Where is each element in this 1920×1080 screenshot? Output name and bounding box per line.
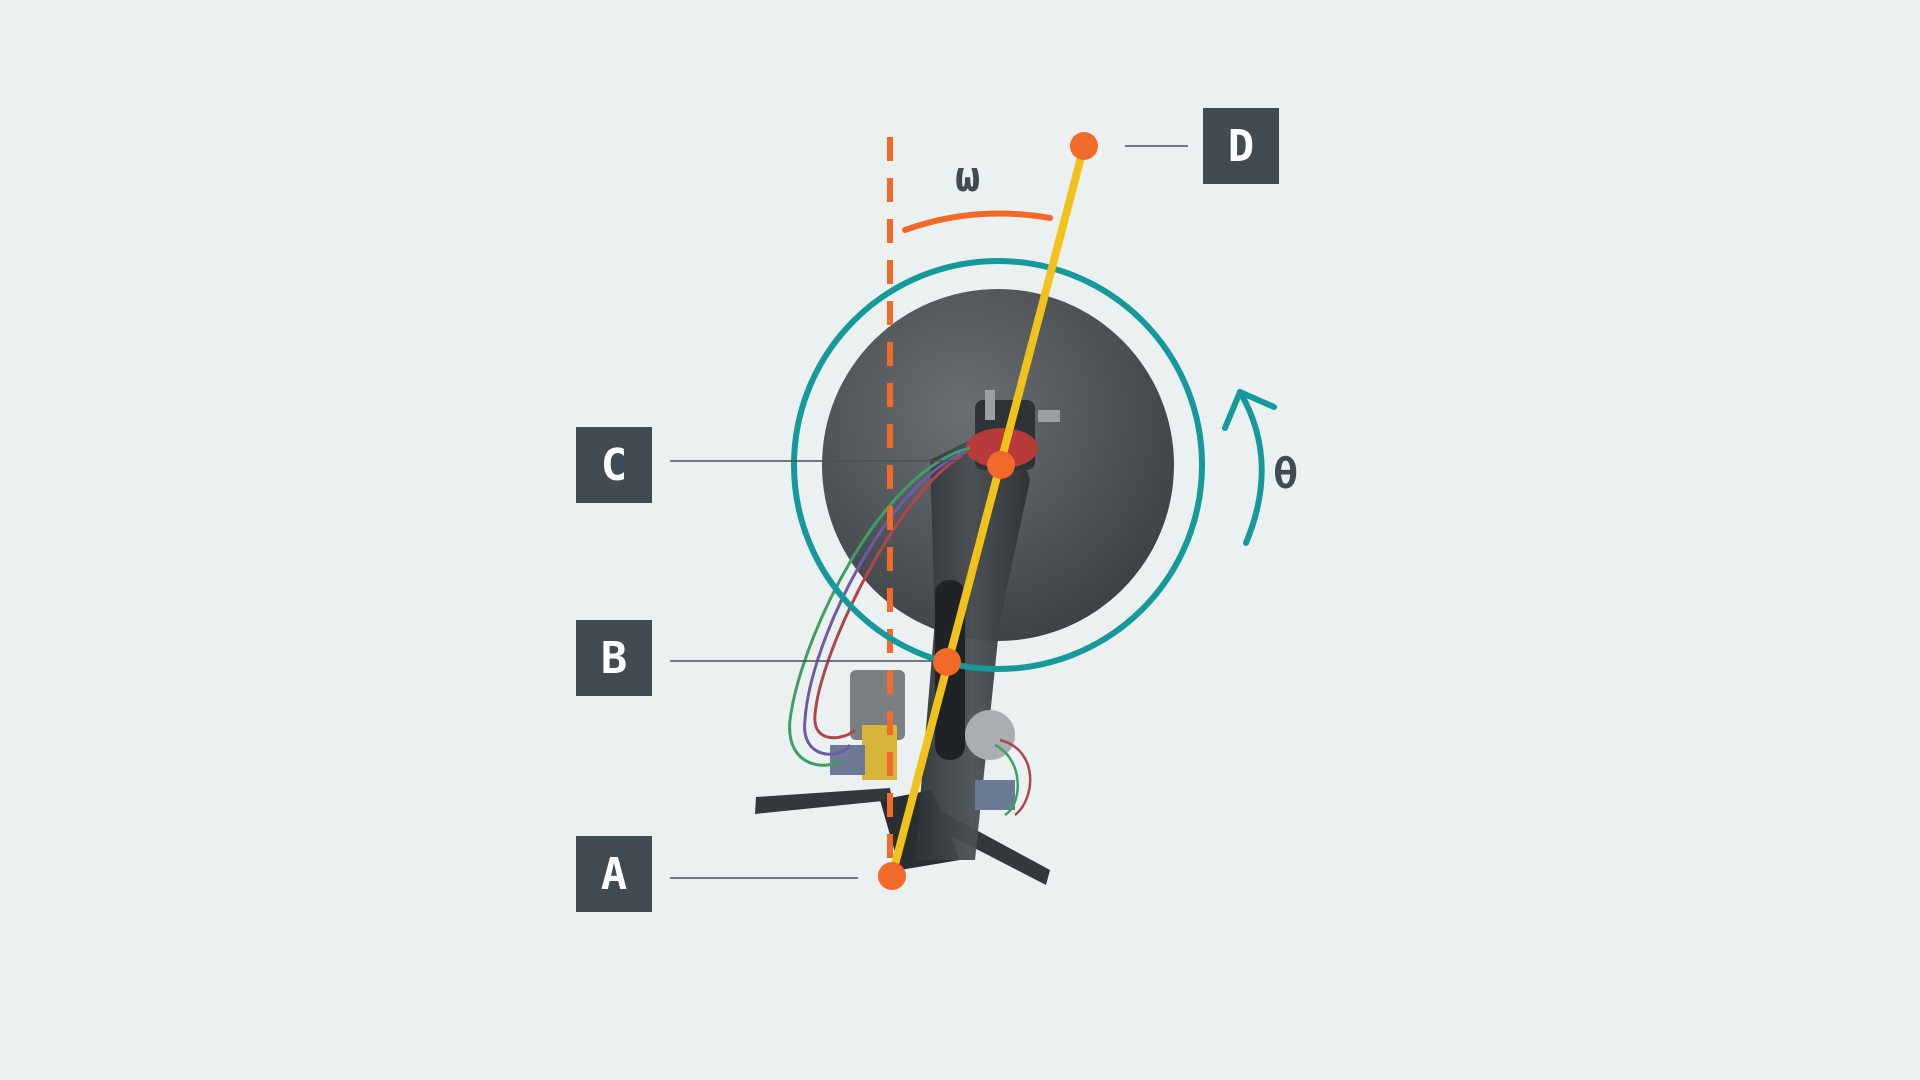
wire-right-green xyxy=(994,743,1019,817)
theta-arrow-arc xyxy=(1237,389,1265,546)
omega-arc xyxy=(902,210,1053,233)
bolt-top-left xyxy=(985,390,995,420)
label-a: A xyxy=(576,836,652,912)
point-d xyxy=(1070,132,1098,160)
omega-symbol: ω xyxy=(955,152,981,201)
wire-right-red xyxy=(999,738,1032,816)
bolt-top-right xyxy=(1038,410,1060,422)
point-b xyxy=(933,648,961,676)
theta-symbol: θ xyxy=(1273,449,1299,498)
wire-purple xyxy=(803,450,967,756)
encoder-left xyxy=(830,745,865,775)
wire-green xyxy=(788,446,971,767)
theta-arrow-head xyxy=(1222,389,1277,431)
point-a xyxy=(878,862,906,890)
label-b: B xyxy=(576,620,652,696)
label-d: D xyxy=(1203,108,1279,184)
wire-red xyxy=(813,454,963,740)
wheel-right xyxy=(965,710,1015,760)
encoder-right xyxy=(975,780,1015,810)
label-c: C xyxy=(576,427,652,503)
point-c xyxy=(987,451,1015,479)
wheel-ring xyxy=(791,258,1205,672)
base-leg-left xyxy=(755,788,892,814)
pendulum-axis-line xyxy=(888,142,1088,880)
